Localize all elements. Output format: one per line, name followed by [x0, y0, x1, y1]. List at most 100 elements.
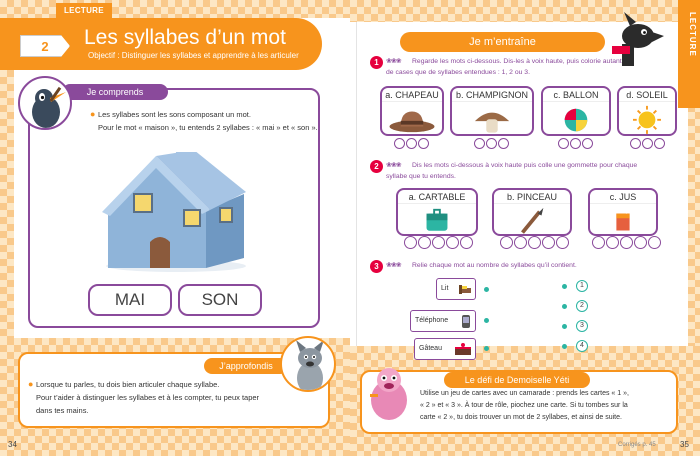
match-word-label: Lit: [441, 285, 449, 292]
syllable-circle[interactable]: [570, 138, 581, 149]
word-card-ballon: c. BALLON: [541, 86, 611, 136]
section-tab: LECTURE: [56, 3, 112, 18]
exercise-2-number: 2: [370, 160, 383, 173]
exercise-1-instruction-1: Regarde les mots ci-dessous. Dis-les à v…: [412, 58, 622, 65]
exercise-3-number: 3: [370, 260, 383, 273]
syllable-circle[interactable]: [394, 138, 405, 149]
syllable-circle[interactable]: [630, 138, 641, 149]
side-tab-label: LECTURE: [688, 12, 697, 57]
mushroom-icon: [474, 112, 510, 133]
syllable-circle[interactable]: [558, 138, 569, 149]
sticker-circle[interactable]: [514, 236, 527, 249]
sticker-circle[interactable]: [606, 236, 619, 249]
sticker-circle[interactable]: [634, 236, 647, 249]
sticker-circle[interactable]: [620, 236, 633, 249]
juice-box-icon: [616, 207, 631, 231]
comprends-line-2: Pour le mot « maison », tu entends 2 syl…: [98, 123, 318, 132]
lesson-objective: Objectif : Distinguer les syllabes et ap…: [88, 51, 299, 60]
sticker-circle[interactable]: [648, 236, 661, 249]
match-dot-number-2[interactable]: [562, 304, 567, 309]
syllable-circle[interactable]: [474, 138, 485, 149]
match-dot-word-3[interactable]: [484, 346, 489, 351]
word-card-soleil: d. SOLEIL: [617, 86, 677, 136]
approfondis-line-2: Pour t’aider à distinguer les syllabes e…: [36, 393, 260, 402]
house-illustration: [102, 152, 246, 272]
syllable-circle[interactable]: [654, 138, 665, 149]
corriges-reference: Corrigés p. 45: [618, 442, 656, 448]
je-comprends-label: Je comprends: [62, 84, 168, 100]
exercise-2-instruction-2: syllabe que tu entends.: [386, 173, 456, 180]
hat-icon: [389, 111, 435, 133]
word-label: c. BALLON: [543, 88, 609, 102]
bullet-icon: ●: [28, 379, 36, 389]
sticker-circle[interactable]: [500, 236, 513, 249]
schoolbag-icon: [426, 208, 448, 231]
defi-line-3: carte « 2 », tu dois trouver un mot de 2…: [420, 414, 622, 421]
syllable-count-4: 4: [576, 340, 588, 352]
sticker-circle[interactable]: [556, 236, 569, 249]
comprends-line-1: ● Les syllabes sont les sons composant u…: [90, 109, 251, 119]
syllable-circle[interactable]: [642, 138, 653, 149]
syllable-circles-champignon: [474, 138, 509, 149]
syllable-count-1: 1: [576, 280, 588, 292]
word-label: a. CHAPEAU: [382, 88, 442, 102]
side-tab: [678, 0, 700, 108]
word-card-cartable: a. CARTABLE: [396, 188, 478, 236]
word-label: c. JUS: [590, 190, 656, 204]
wolf-illustration: [280, 336, 336, 392]
syllable-circle[interactable]: [486, 138, 497, 149]
checker-border-top: [0, 0, 350, 18]
word-label: b. CHAMPIGNON: [452, 88, 532, 102]
word-card-champignon: b. CHAMPIGNON: [450, 86, 534, 136]
exercise-1-number: 1: [370, 56, 383, 69]
word-label: b. PINCEAU: [494, 190, 570, 204]
phone-icon: [462, 315, 470, 328]
checker-border-right: [688, 0, 700, 456]
word-label: d. SOLEIL: [619, 88, 675, 102]
syllable-circle[interactable]: [498, 138, 509, 149]
page-number-right: 35: [680, 440, 689, 449]
sun-icon: [632, 105, 661, 134]
sticker-circle[interactable]: [542, 236, 555, 249]
page-title: Les syllabes d’un mot: [84, 26, 286, 49]
exercise-3-stars: ❀❀❀: [386, 262, 402, 269]
sticker-circle[interactable]: [432, 236, 445, 249]
syllable-box-1: MAI: [88, 284, 172, 316]
ball-icon: [564, 108, 588, 132]
syllable-circle[interactable]: [418, 138, 429, 149]
bullet-icon: ●: [90, 109, 98, 119]
bird-illustration: [18, 76, 72, 130]
je-mentraine-header: Je m’entraîne: [400, 32, 605, 52]
sticker-circle[interactable]: [528, 236, 541, 249]
sticker-circle[interactable]: [460, 236, 473, 249]
paintbrush-icon: [521, 207, 544, 234]
approfondis-line-1: ● Lorsque tu parles, tu dois bien articu…: [28, 379, 220, 389]
match-dot-number-1[interactable]: [562, 284, 567, 289]
sticker-circle[interactable]: [404, 236, 417, 249]
sticker-circles-pinceau: [500, 236, 569, 249]
cake-icon: [455, 343, 471, 355]
match-dot-word-2[interactable]: [484, 318, 489, 323]
japprofondis-label: J’approfondis: [204, 358, 288, 374]
defi-label: Le défi de Demoiselle Yéti: [444, 372, 590, 388]
sticker-circle[interactable]: [446, 236, 459, 249]
sticker-circles-cartable: [404, 236, 473, 249]
sticker-circle[interactable]: [418, 236, 431, 249]
syllable-circle[interactable]: [406, 138, 417, 149]
word-card-chapeau: a. CHAPEAU: [380, 86, 444, 136]
exercise-1-instruction-2: de cases que de syllabes entendues : 1, …: [386, 69, 530, 76]
left-page: LECTURE 2 Les syllabes d’un mot Objectif…: [0, 0, 350, 456]
match-dot-number-3[interactable]: [562, 324, 567, 329]
approfondis-line-3: dans tes mains.: [36, 406, 89, 415]
exercise-2-stars: ❀❀❀: [386, 162, 402, 169]
match-word-telephone: Téléphone: [410, 310, 476, 332]
word-label: a. CARTABLE: [398, 190, 476, 204]
syllable-circle[interactable]: [582, 138, 593, 149]
yeti-illustration: [370, 368, 407, 420]
match-dot-number-4[interactable]: [562, 344, 567, 349]
exercise-3-instruction: Relie chaque mot au nombre de syllabes q…: [412, 262, 577, 269]
match-dot-word-1[interactable]: [484, 287, 489, 292]
exercise-1-stars: ❀❀❀: [386, 58, 402, 65]
sticker-circle[interactable]: [592, 236, 605, 249]
